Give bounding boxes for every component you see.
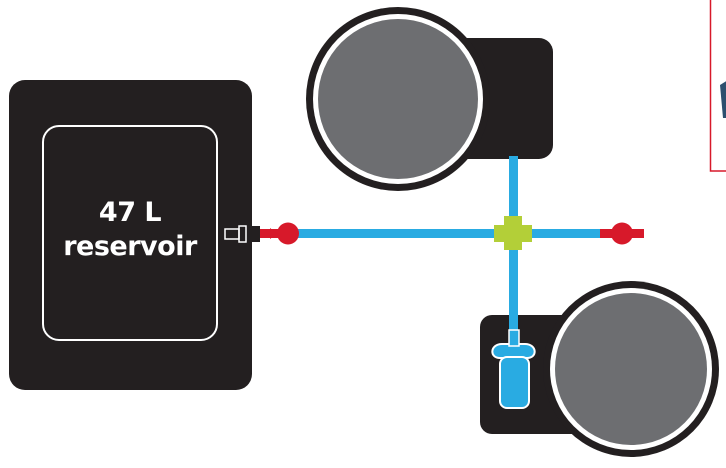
reservoir-inner-outline: [42, 125, 218, 341]
tee-connector-icon: [494, 216, 532, 250]
valve-right-icon: [611, 222, 633, 245]
tubing-vertical-bottom: [509, 236, 518, 348]
tank-outlet-fitting-icon: [221, 224, 260, 244]
valve-left-icon: [270, 222, 299, 245]
plant-pot-top: [306, 7, 490, 191]
reservoir-body: [9, 80, 252, 390]
tubing-vertical-top: [509, 156, 518, 234]
reservoir-volume: 47 L: [98, 197, 162, 228]
plant-pot-bottom: [543, 281, 719, 457]
reservoir-name: reservoir: [63, 231, 197, 262]
reservoir-label: 47 L reservoir: [45, 196, 215, 264]
submersible-pump-icon: [491, 329, 536, 409]
callout-partial-icon: [720, 81, 726, 118]
callout-box: [709, 0, 726, 172]
callout-border: [709, 0, 726, 172]
reservoir-tank: [9, 80, 252, 390]
tubing-horizontal: [258, 229, 605, 238]
